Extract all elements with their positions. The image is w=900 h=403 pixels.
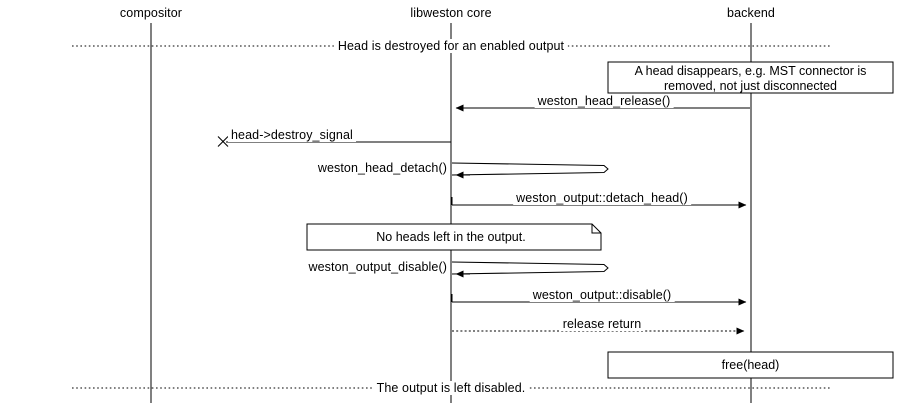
note-mst-connector: A head disappears, e.g. MST connector is… [608, 64, 893, 93]
actor-label-compositor: compositor [119, 6, 183, 20]
message-weston-output-disable-self [451, 261, 609, 278]
message-weston-output-detach-head [451, 197, 747, 209]
message-label-release-return: release return [559, 317, 645, 331]
divider-label-bottom: The output is left disabled. [372, 381, 530, 395]
action-box-free-head-border [607, 351, 894, 379]
note-mst-line-2: removed, not just disconnected [663, 78, 838, 93]
message-label-weston-output-disable-self: weston_output_disable() [305, 260, 450, 274]
note-no-heads-left: No heads left in the output. [307, 230, 595, 245]
message-label-weston-head-detach: weston_head_detach() [314, 161, 450, 175]
message-label-weston-output-detach-head: weston_output::detach_head() [513, 191, 691, 205]
note-no-heads-line-1: No heads left in the output. [376, 230, 526, 244]
divider-label-top: Head is destroyed for an enabled output [333, 39, 569, 53]
note-mst-connector-border [607, 61, 894, 94]
actor-label-backend: backend [727, 6, 775, 20]
message-weston-output-disable [451, 294, 747, 306]
message-label-weston-head-release: weston_head_release() [534, 94, 674, 108]
note-mst-line-1: A head disappears, e.g. MST connector is [634, 64, 867, 78]
actor-label-libweston-core: libweston core [410, 6, 492, 20]
note-no-heads-left-border [306, 223, 602, 251]
action-box-free-head-label: free(head) [721, 358, 780, 372]
message-weston-head-detach-self [451, 162, 609, 179]
message-label-weston-output-disable: weston_output::disable() [529, 288, 675, 302]
message-label-head-destroy-signal: head->destroy_signal [228, 128, 356, 142]
message-head-destroy-signal [217, 136, 451, 147]
